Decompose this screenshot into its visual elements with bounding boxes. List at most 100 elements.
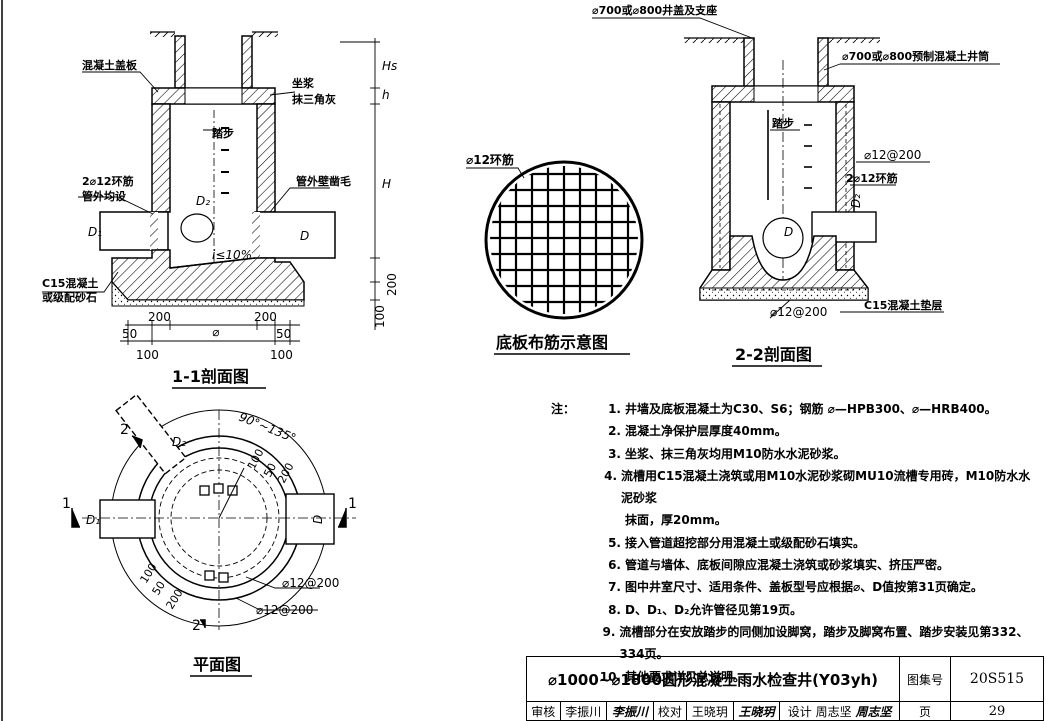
section-2-2: ⌀700或⌀800井盖及支座 ⌀700或⌀800预制混凝土井筒 踏步 ⌀12@2…	[592, 3, 1000, 367]
note-text: 图中井室尺寸、适用条件、盖板型号应根据⌀、D值按第31页确定。	[625, 580, 983, 595]
label-base-c15: C15混凝土	[42, 276, 98, 290]
plan-label-d1: D₁	[86, 513, 100, 527]
note-num	[595, 509, 625, 531]
atlas-number: 20S515	[950, 656, 1044, 702]
note-num: 6.	[608, 558, 621, 573]
design-block: 设计 周志坚 周志坚	[779, 701, 900, 721]
base-slab	[111, 249, 305, 301]
plan-pipe-d	[285, 493, 335, 545]
note-text: 井墙及底板混凝土为C30、S6；钢筋 ⌀—HPB300、⌀—HRB400。	[625, 402, 997, 416]
plan-cut-2-bottom: 2	[192, 618, 201, 634]
label-d2: D₂	[196, 194, 210, 208]
note-text: 接入管道超挖部分用混凝土或级配砂石填实。	[625, 535, 866, 550]
title-section-2-2: 2-2剖面图	[735, 345, 812, 364]
label-d-2: D	[784, 225, 793, 239]
label-ring-2: 2⌀12环筋	[846, 171, 898, 185]
label-d2-2: D₂	[849, 194, 863, 208]
note-text: D、D₁、D₂允许管径见第19页。	[625, 602, 803, 617]
label-cushion-2: C15混凝土垫层	[864, 298, 942, 312]
wall-left	[151, 103, 171, 213]
note-text: 管道与墙体、底板间隙应混凝土浇筑或砂浆填实、挤压严密。	[625, 558, 950, 573]
base-cushion	[111, 280, 305, 307]
plan-cut-1-right: 1	[348, 496, 357, 512]
wall-2-left	[711, 101, 731, 271]
dim-right-100: 100	[270, 348, 293, 362]
label-cover-slab: 混凝土盖板	[82, 58, 138, 72]
step-rungs-2	[767, 110, 812, 200]
title-rebar-diagram: 底板布筋示意图	[496, 333, 608, 352]
dim-left-50: 50	[122, 327, 137, 341]
shaft-2-left	[743, 37, 755, 91]
plan-pipe-d1	[99, 499, 156, 539]
label-shaft: ⌀700或⌀800预制混凝土井筒	[842, 49, 989, 63]
ground-line-left	[150, 31, 278, 37]
label-pipe-even: 管外均设	[82, 189, 127, 203]
title-section-1-1: 1-1剖面图	[172, 367, 249, 386]
dim-v-200: 200	[385, 273, 399, 296]
pipe-2-d	[762, 217, 804, 259]
plan-bar-top: ⌀12@200	[282, 576, 339, 590]
note-num: 5.	[608, 535, 621, 550]
plan-cut-1-left: 1	[62, 496, 71, 512]
atlas-label: 图集号	[899, 656, 951, 702]
label-steps: 踏步	[212, 126, 234, 140]
label-slope: i≤10%	[212, 248, 252, 262]
note-num: 3.	[608, 446, 621, 461]
dims-vertical-1-1	[340, 38, 380, 330]
review-label: 审核	[526, 701, 561, 721]
note-text: 流槽用C15混凝土浇筑或用M10水泥砂浆砌MU10流槽专用砖，M10防水水泥砂浆	[621, 468, 1031, 506]
label-mortar: 坐浆	[292, 76, 315, 90]
shaft-2-right	[817, 37, 829, 91]
dim-right-50: 50	[276, 327, 291, 341]
note-text: 抹面，厚20mm。	[625, 513, 727, 528]
section-1-1: 混凝土盖板 坐浆 抹三角灰 踏步 2⌀12环筋 管外均设 管外壁凿毛 C15混凝…	[42, 31, 399, 389]
dim-phi: ⌀	[212, 325, 220, 339]
checker-signature: 王晓玥	[732, 701, 781, 721]
label-ring-bar: 2⌀12环筋	[82, 174, 134, 188]
outlet-pipe-d	[254, 211, 336, 259]
label-hs: Hs	[382, 59, 397, 73]
note-text: 坐浆、抹三角灰均用M10防水水泥砂浆。	[625, 446, 846, 461]
step-rungs	[221, 127, 229, 194]
shaft-wall-left	[174, 35, 186, 89]
label-bar-2: ⌀12@200	[864, 148, 921, 162]
label-gravel: 或级配砂石	[42, 290, 97, 304]
note-num: 7.	[608, 580, 621, 595]
reviewer-name: 李振川	[559, 701, 608, 721]
note-num: 1.	[608, 402, 621, 416]
label-plaster: 抹三角灰	[292, 92, 336, 106]
page-number: 29	[950, 701, 1044, 721]
note-num: 9.	[602, 624, 616, 639]
plan-bar-bottom: ⌀12@200	[256, 603, 313, 617]
dims-horizontal-1-1	[120, 320, 300, 345]
wall-2-right	[835, 101, 855, 271]
rebar-diagram: ⌀12环筋 底板布筋示意图	[466, 152, 644, 355]
rebar-ring-label: ⌀12环筋	[466, 152, 514, 167]
label-lid: ⌀700或⌀800井盖及支座	[592, 3, 717, 17]
shaft-wall-right	[241, 35, 253, 89]
label-H: H	[382, 177, 391, 191]
note-num: 8.	[608, 602, 621, 617]
label-d1: D₁	[88, 225, 102, 239]
note-text: 混凝土净保护层厚度40mm。	[625, 424, 787, 439]
design-notes: 注： 1. 井墙及底板混凝土为C30、S6；钢筋 ⌀—HPB300、⌀—HRB400…	[551, 398, 1041, 688]
check-label: 校对	[652, 701, 688, 721]
dim-v-100: 100	[373, 305, 387, 328]
label-bottom-bar-2: ⌀12@200	[770, 305, 827, 319]
reviewer-signature: 李振川	[606, 701, 654, 721]
side-pipe-d2	[180, 213, 214, 243]
plan-view: 90°~135° D₁ D₂ D ⌀12@200 ⌀12@200 1 1 2 2…	[62, 393, 357, 677]
designer-name: 周志坚	[815, 704, 852, 719]
title-block: ⌀1000~⌀1800圆形混凝土雨水检查井(Y03yh) 图集号 20S515 …	[526, 656, 1044, 721]
notes-lead: 注：	[551, 402, 576, 416]
plan-steps	[199, 483, 238, 583]
cushion-2	[699, 287, 869, 301]
page-label: 页	[899, 701, 951, 721]
wall-right	[256, 103, 276, 213]
plan-dim-50-bottom: 50	[150, 579, 168, 598]
label-pipe-roughen: 管外壁凿毛	[296, 174, 351, 188]
plan-dim-50-top: 50	[261, 461, 279, 479]
label-d: D	[300, 229, 309, 243]
plan-cut-2-top: 2	[120, 422, 129, 438]
